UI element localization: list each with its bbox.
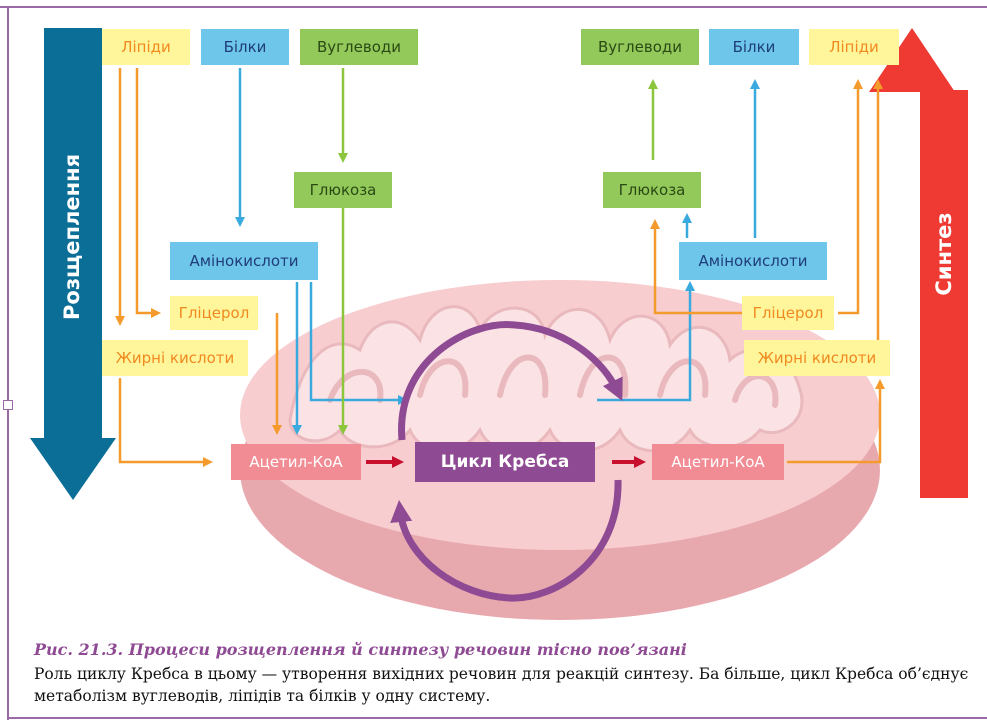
frame-corner-marker (3, 400, 13, 410)
krebs-cycle-box: Цикл Кребса (415, 442, 595, 482)
left-acetyl-coa-box: Ацетил-КоА (231, 444, 361, 480)
left-carbs-box: Вуглеводи (300, 29, 418, 65)
synthesis-title: Синтез (932, 212, 956, 296)
frame-bottom-border (7, 717, 987, 719)
left-lipid-arrows (115, 68, 282, 467)
right-carbs-box: Вуглеводи (581, 29, 699, 65)
figure-caption-text: Роль циклу Кребса в цьому — утворення ви… (34, 665, 969, 705)
figure-caption-title: Рис. 21.3. Процеси розщеплення й синтезу… (34, 640, 687, 659)
right-lipids-box: Ліпіди (809, 29, 899, 65)
left-glucose-box: Глюкоза (294, 172, 392, 208)
left-amino-acids-box: Амінокислоти (170, 242, 318, 280)
breakdown-title: Розщеплення (60, 153, 84, 320)
left-proteins-box: Білки (201, 29, 289, 65)
left-fatty-acids-box: Жирні кислоти (102, 340, 248, 376)
right-glucose-box: Глюкоза (603, 172, 701, 208)
right-amino-acids-box: Амінокислоти (679, 242, 827, 280)
synthesis-big-arrow (869, 28, 968, 498)
right-acetyl-coa-box: Ацетил-КоА (652, 444, 784, 480)
frame-left-border (7, 6, 9, 720)
krebs-cycle-arrows (390, 321, 623, 602)
metabolism-diagram (30, 28, 968, 620)
right-protein-arrows (597, 79, 760, 402)
frame-top-border (0, 6, 987, 8)
right-fatty-acids-box: Жирні кислоти (744, 340, 890, 376)
left-glycerol-box: Гліцерол (170, 296, 258, 330)
left-lipids-box: Ліпіди (102, 29, 190, 65)
right-proteins-box: Білки (709, 29, 799, 65)
right-glycerol-box: Гліцерол (742, 296, 834, 330)
left-protein-arrows (235, 68, 408, 435)
breakdown-big-arrow (30, 28, 116, 500)
right-lipid-arrows (650, 79, 885, 464)
